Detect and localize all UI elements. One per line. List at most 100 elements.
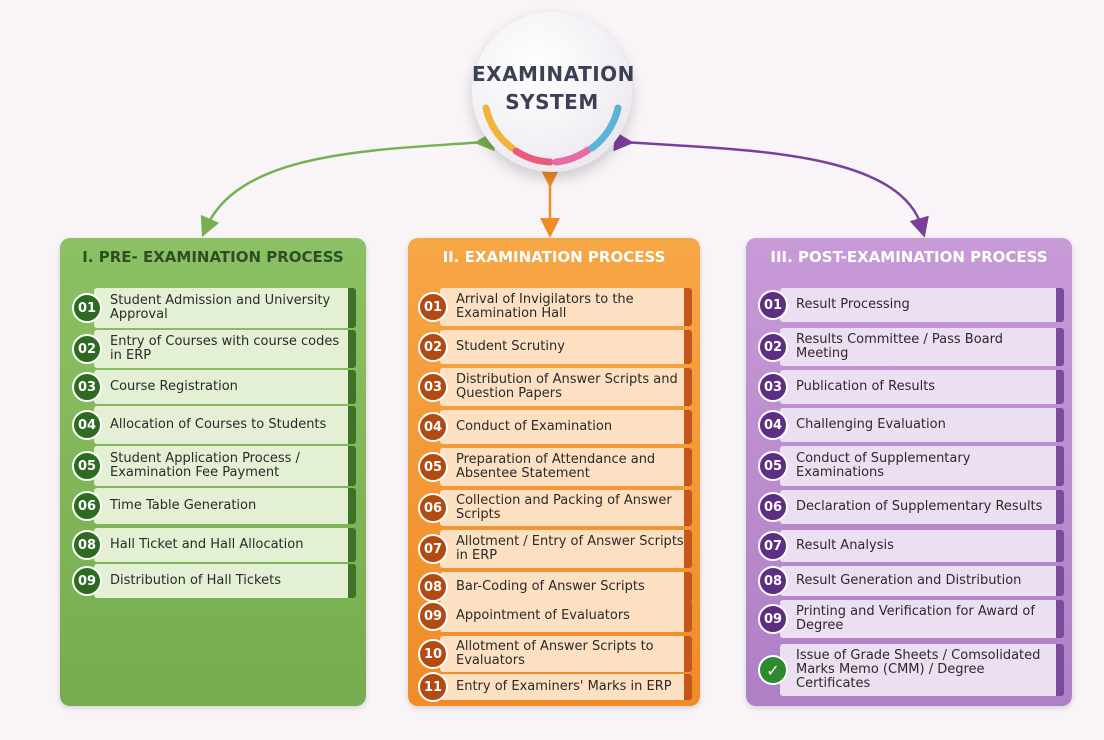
exam-step-07: 07 Allotment / Entry of Answer Scripts in… <box>418 530 692 568</box>
exam-step-11: 11 Entry of Examiners' Marks in ERP <box>418 672 692 702</box>
step-label: Entry of Courses with course codes in ER… <box>110 334 340 363</box>
pre-step-08: 08 Hall Ticket and Hall Allocation <box>72 528 356 562</box>
step-label: Allocation of Courses to Students <box>110 417 327 432</box>
exam-step-06: 06 Collection and Packing of Answer Scrip… <box>418 490 692 526</box>
step-number: 02 <box>418 332 448 362</box>
pre-step-09: 09 Distribution of Hall Tickets <box>72 564 356 598</box>
step-label: Allotment / Entry of Answer Scripts in E… <box>456 534 684 563</box>
step-label: Entry of Examiners' Marks in ERP <box>456 679 672 694</box>
pre-step-02: 02 Entry of Courses with course codes in … <box>72 330 356 368</box>
step-label: Results Committee / Pass Board Meeting <box>796 332 1003 361</box>
step-number: 10 <box>418 639 448 669</box>
step-label: Distribution of Hall Tickets <box>110 573 281 588</box>
step-label: Student Application Process / Examinatio… <box>110 451 300 480</box>
exam-step-01: 01 Arrival of Invigilators to the Examina… <box>418 288 692 326</box>
post-step-01: 01 Result Processing <box>758 288 1064 322</box>
hub-title: EXAMINATION SYSTEM <box>472 60 635 116</box>
step-number: 06 <box>758 492 788 522</box>
post-step-07: 07 Result Analysis <box>758 530 1064 562</box>
step-number: 02 <box>72 334 102 364</box>
exam-step-08: 08 Bar-Coding of Answer Scripts <box>418 572 692 602</box>
hub-title-line2: SYSTEM <box>505 90 599 114</box>
step-label: Student Scrutiny <box>456 339 565 354</box>
step-label: Result Analysis <box>796 538 894 553</box>
step-number: 05 <box>418 452 448 482</box>
pre-step-05: 05 Student Application Process / Examinat… <box>72 446 356 486</box>
step-label: Printing and Verification for Award of D… <box>796 604 1035 633</box>
step-label: Hall Ticket and Hall Allocation <box>110 537 304 552</box>
post-step-05: 05 Conduct of Supplementary Examinations <box>758 446 1064 486</box>
step-number: 06 <box>418 493 448 523</box>
step-number: 08 <box>418 572 448 602</box>
step-label: Conduct of Examination <box>456 419 613 434</box>
post-step-09: 09 Printing and Verification for Award of… <box>758 600 1064 638</box>
step-label: Arrival of Invigilators to the Examinati… <box>456 292 634 321</box>
step-number: 03 <box>758 372 788 402</box>
step-number: 04 <box>72 410 102 440</box>
step-number: 01 <box>758 290 788 320</box>
post-step-06: 06 Declaration of Supplementary Results <box>758 490 1064 524</box>
step-number: 09 <box>72 566 102 596</box>
step-label: Preparation of Attendance and Absentee S… <box>456 452 656 481</box>
post-examination-panel: III. POST-EXAMINATION PROCESS 01 Result P… <box>746 238 1072 706</box>
step-number: 02 <box>758 332 788 362</box>
examination-system-hub: EXAMINATION SYSTEM <box>472 12 635 172</box>
step-number: 07 <box>418 534 448 564</box>
step-number: 08 <box>72 530 102 560</box>
step-number: 11 <box>418 672 448 702</box>
step-number: 07 <box>758 531 788 561</box>
step-number: 06 <box>72 491 102 521</box>
step-number: 04 <box>758 410 788 440</box>
step-number: 03 <box>418 372 448 402</box>
step-label: Course Registration <box>110 379 238 394</box>
step-label: Conduct of Supplementary Examinations <box>796 451 971 480</box>
exam-step-03: 03 Distribution of Answer Scripts and Que… <box>418 368 692 406</box>
step-label: Publication of Results <box>796 379 936 394</box>
step-label: Appointment of Evaluators <box>456 608 630 623</box>
pre-examination-title: I. PRE- EXAMINATION PROCESS <box>82 248 344 266</box>
hub-title-line1: EXAMINATION <box>472 62 635 86</box>
exam-step-09: 09 Appointment of Evaluators <box>418 600 692 632</box>
step-number: 01 <box>418 292 448 322</box>
post-step-03: 03 Publication of Results <box>758 370 1064 404</box>
step-label: Result Processing <box>796 297 910 312</box>
step-label: Result Generation and Distribution <box>796 573 1022 588</box>
post-examination-title: III. POST-EXAMINATION PROCESS <box>770 248 1048 266</box>
arrow-to-pre <box>200 131 495 238</box>
step-number: 09 <box>418 601 448 631</box>
step-label: Collection and Packing of Answer Scripts <box>456 493 672 522</box>
post-step-04: 04 Challenging Evaluation <box>758 408 1064 442</box>
hub-color-arc <box>482 104 622 166</box>
step-label: Allotment of Answer Scripts to Evaluator… <box>456 639 654 668</box>
exam-step-04: 04 Conduct of Examination <box>418 410 692 444</box>
step-number: 09 <box>758 604 788 634</box>
step-number: 05 <box>72 451 102 481</box>
arrow-to-post <box>613 131 929 238</box>
step-label: Declaration of Supplementary Results <box>796 499 1043 514</box>
pre-step-01: 01 Student Admission and University Appro… <box>72 288 356 328</box>
post-step-08: 08 Result Generation and Distribution <box>758 566 1064 596</box>
exam-step-05: 05 Preparation of Attendance and Absentee… <box>418 448 692 486</box>
step-number: 04 <box>418 412 448 442</box>
pre-step-06: 06 Time Table Generation <box>72 488 356 524</box>
examination-title: II. EXAMINATION PROCESS <box>442 248 666 266</box>
step-label: Student Admission and University Approva… <box>110 293 331 322</box>
step-number: 01 <box>72 293 102 323</box>
step-label: Bar-Coding of Answer Scripts <box>456 579 645 594</box>
post-step-final: ✓ Issue of Grade Sheets / Comsolidated Ma… <box>758 644 1064 696</box>
post-step-02: 02 Results Committee / Pass Board Meeting <box>758 328 1064 366</box>
exam-step-10: 10 Allotment of Answer Scripts to Evaluat… <box>418 636 692 672</box>
step-number: 08 <box>758 566 788 596</box>
step-number: 05 <box>758 451 788 481</box>
examination-panel: II. EXAMINATION PROCESS 01 Arrival of Inv… <box>408 238 700 706</box>
pre-examination-panel: I. PRE- EXAMINATION PROCESS 01 Student Ad… <box>60 238 366 706</box>
step-label: Distribution of Answer Scripts and Quest… <box>456 372 678 401</box>
exam-step-02: 02 Student Scrutiny <box>418 330 692 364</box>
pre-step-04: 04 Allocation of Courses to Students <box>72 406 356 444</box>
check-icon: ✓ <box>758 655 788 685</box>
step-label: Issue of Grade Sheets / Comsolidated Mar… <box>796 648 1041 691</box>
step-label: Time Table Generation <box>110 498 257 513</box>
step-label: Challenging Evaluation <box>796 417 946 432</box>
